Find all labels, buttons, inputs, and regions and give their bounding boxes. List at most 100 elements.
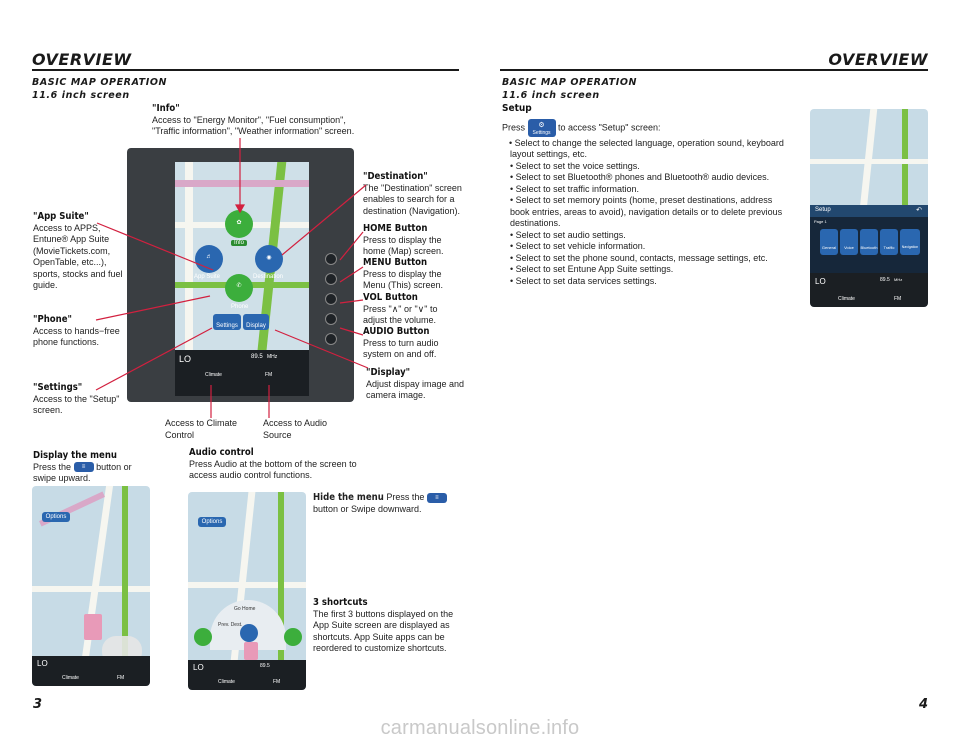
- radio-unit: MHz: [267, 354, 278, 360]
- setup-tile-bluetooth[interactable]: Bluetooth: [860, 229, 878, 255]
- audio-button-callout: AUDIO Button Press to turn audio system …: [363, 326, 463, 361]
- home-hard-button[interactable]: [325, 253, 337, 265]
- options-button-2[interactable]: Options: [198, 517, 226, 527]
- left-page-title: OVERVIEW: [32, 50, 132, 69]
- climate-temp-lo[interactable]: LO: [179, 354, 192, 364]
- mini-fm: FM: [117, 675, 125, 681]
- info-screen-label: Info: [231, 240, 248, 246]
- hide-menu-callout: Hide the menu Press the ≡ button or Swip…: [313, 492, 453, 515]
- display-callout: "Display" Adjust dispay image and camera…: [366, 367, 466, 402]
- mini-climate: Climate: [62, 675, 79, 681]
- vol-down-hard-button[interactable]: [325, 313, 337, 325]
- home-button-body: Press to display the home (Map) screen.: [363, 234, 444, 257]
- options-label-2: Options: [201, 519, 223, 525]
- destination-title: "Destination": [363, 171, 428, 182]
- info-screen-button[interactable]: ✿: [225, 210, 253, 238]
- right-section-title: BASIC MAP OPERATION: [502, 77, 638, 88]
- setup-bullet: • Select to set memory points (home, pre…: [510, 195, 783, 228]
- home-button-callout: HOME Button Press to display the home (M…: [363, 223, 463, 258]
- setup-tile-traffic-label: Traffic: [883, 245, 895, 250]
- vol-button-callout: VOL Button Press "∧" or "∨" to adjust th…: [363, 292, 463, 327]
- settings-title: "Settings": [33, 382, 83, 393]
- display-menu-body-post: button or swipe upward.: [33, 461, 132, 484]
- info-shortcut[interactable]: [194, 628, 212, 646]
- right-screen-size: 11.6 inch screen: [502, 90, 600, 101]
- vol-button-title: VOL Button: [363, 292, 418, 303]
- shortcuts-body: The first 3 buttons displayed on the App…: [313, 608, 454, 654]
- setup-tile-traffic[interactable]: Traffic: [880, 229, 898, 255]
- mini2-lo: LO: [193, 663, 204, 672]
- setup-bullet: • Select to set Bluetooth® phones and Bl…: [510, 172, 770, 182]
- settings-callout: "Settings" Access to the "Setup" screen.: [33, 382, 121, 417]
- setup-bullet: • Select to change the selected language…: [509, 137, 784, 160]
- swipe-up-arrow: [84, 614, 102, 640]
- app-suite-body: Access to APPS, Entune® App Suite (Movie…: [33, 222, 123, 291]
- app-suite-callout: "App Suite" Access to APPS, Entune® App …: [33, 211, 125, 292]
- setup-tile-voice-label: Voice: [844, 245, 854, 250]
- display-menu-screenshot: Options LO Climate FM: [32, 486, 150, 686]
- setup-title: Setup: [502, 103, 532, 114]
- audio-control-body: Press Audio at the bottom of the screen …: [189, 458, 357, 481]
- setup-section: Setup Press ⚙ Settings to access "Setup"…: [502, 103, 792, 287]
- climate-access-label: Access to Climate Control: [165, 418, 238, 440]
- phone-title: "Phone": [33, 314, 73, 325]
- setup-bullet: • Select to set vehicle information.: [510, 241, 646, 251]
- setup-bullet: • Select to set the phone sound, contact…: [510, 252, 768, 263]
- setup-screenshot: Setup ↶ Page 1 General Voice Bluetooth T…: [810, 109, 928, 307]
- setup-header-bar: Setup ↶: [810, 205, 928, 217]
- settings-body: Access to the "Setup" screen.: [33, 393, 120, 416]
- screen-bottom-bar: LO 89.5 MHz Climate FM: [175, 350, 309, 396]
- setup-bullet: • Select to set Entune App Suite setting…: [510, 264, 674, 274]
- display-screen-label: Display: [246, 323, 266, 329]
- destination-shortcut[interactable]: [240, 624, 258, 642]
- setup-bullet: • Select to set the voice settings.: [510, 160, 640, 171]
- phone-shortcut[interactable]: [284, 628, 302, 646]
- setup-climate: Climate: [838, 296, 855, 302]
- menu-button-title: MENU Button: [363, 257, 428, 268]
- shortcuts-callout: 3 shortcuts The first 3 buttons displaye…: [313, 597, 458, 655]
- phone-callout: "Phone" Access to hands−free phone funct…: [33, 314, 125, 349]
- go-home-label: Go Home: [234, 606, 256, 612]
- vol-up-hard-button[interactable]: [325, 293, 337, 305]
- left-page-number: 3: [33, 697, 43, 712]
- setup-tile-voice[interactable]: Voice: [840, 229, 858, 255]
- setup-fm: FM: [894, 296, 902, 302]
- audio-hard-button[interactable]: [325, 333, 337, 345]
- left-section-title: BASIC MAP OPERATION: [32, 77, 168, 88]
- setup-tile-bluetooth-label: Bluetooth: [860, 245, 878, 250]
- display-title: "Display": [366, 367, 411, 378]
- options-label: Options: [45, 514, 67, 520]
- right-page-number: 4: [918, 697, 928, 712]
- setup-tile-general[interactable]: General: [820, 229, 838, 255]
- mini2-radio: 89.5: [260, 663, 270, 669]
- info-callout: "Info" Access to "Energy Monitor", "Fuel…: [152, 103, 367, 138]
- audio-button-body: Press to turn audio system on and off.: [363, 337, 439, 360]
- setup-bullet: • Select to set data services settings.: [510, 275, 657, 286]
- hide-menu-title: Hide the menu: [313, 492, 384, 503]
- mini2-climate: Climate: [218, 679, 235, 685]
- setup-bullet: • Select to set traffic information.: [510, 183, 640, 194]
- head-unit-screen: ✿ Info ♬ App Suite ◉ Destination ✆ Phone…: [175, 162, 309, 396]
- display-screen-button[interactable]: Display: [243, 314, 269, 330]
- setup-tile-navigation[interactable]: Navigation: [900, 229, 920, 255]
- menu-hard-button[interactable]: [325, 273, 337, 285]
- back-icon[interactable]: ↶: [916, 207, 922, 214]
- fm-tab[interactable]: FM: [265, 372, 273, 378]
- home-button-title: HOME Button: [363, 223, 428, 234]
- app-suite-screen-button[interactable]: ♬: [195, 245, 223, 273]
- setup-page-label: Page 1: [814, 219, 827, 224]
- setup-tile-general-label: General: [821, 245, 837, 250]
- settings-screen-button[interactable]: Settings: [213, 314, 241, 330]
- options-button[interactable]: Options: [42, 512, 70, 522]
- climate-tab[interactable]: Climate: [205, 372, 222, 378]
- destination-screen-button[interactable]: ◉: [255, 245, 283, 273]
- setup-radio-unit: MHz: [894, 277, 903, 282]
- watermark: carmanualsonline.info: [380, 717, 580, 739]
- destination-callout: "Destination" The "Destination" screen e…: [363, 171, 463, 217]
- display-menu-callout: Display the menu Press the ≡ button or s…: [33, 450, 153, 485]
- right-page-title: OVERVIEW: [828, 50, 928, 69]
- phone-screen-button[interactable]: ✆: [225, 274, 253, 302]
- mini2-fm: FM: [273, 679, 281, 685]
- setup-intro-post: to access "Setup" screen:: [558, 121, 661, 132]
- left-screen-size: 11.6 inch screen: [32, 90, 130, 101]
